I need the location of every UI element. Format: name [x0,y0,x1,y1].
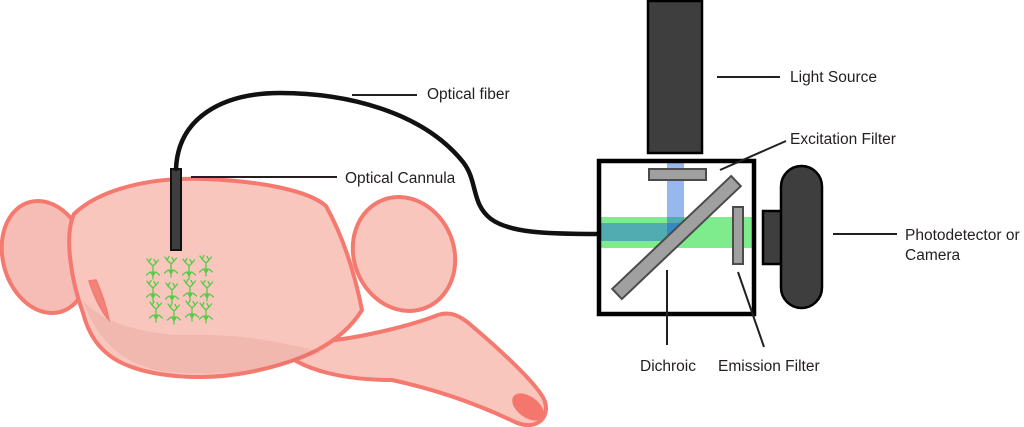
brainstem [276,311,548,427]
cerebellum [350,195,458,313]
dichroic-mirror-shape [610,174,743,301]
dichroic-label: Dichroic [640,358,696,375]
optics-box [596,158,757,317]
photodetector-connector [761,209,784,266]
photodetector-label-line1: Photodetector or [905,227,1020,244]
emission-filter-leader-line [737,271,765,348]
brainstem-opening [512,393,544,421]
light-source-label: Light Source [790,69,877,86]
light-source-shape [646,0,704,155]
excitation-filter-shape [648,168,707,181]
cortex-shading [83,300,322,374]
brain-illustration [0,168,548,427]
emission-filter-shape [732,206,744,265]
optical-cannula-label: Optical Cannula [345,170,456,187]
brain-crevice [88,279,111,323]
optical-fiber-path [173,90,602,237]
photodetector-shape [779,164,824,310]
excitation-filter-label: Excitation Filter [790,131,896,148]
optical-fiber-label: Optical fiber [427,86,510,103]
excitation-filter-leader-line [719,140,787,171]
optics-box-border [596,158,757,317]
emission-filter-label: Emission Filter [718,358,820,375]
cerebrum [67,176,364,379]
excitation-beam-horizontal [601,223,684,241]
optical-cannula-shape [170,168,182,251]
photodetector-label-line2: Camera [905,247,961,264]
